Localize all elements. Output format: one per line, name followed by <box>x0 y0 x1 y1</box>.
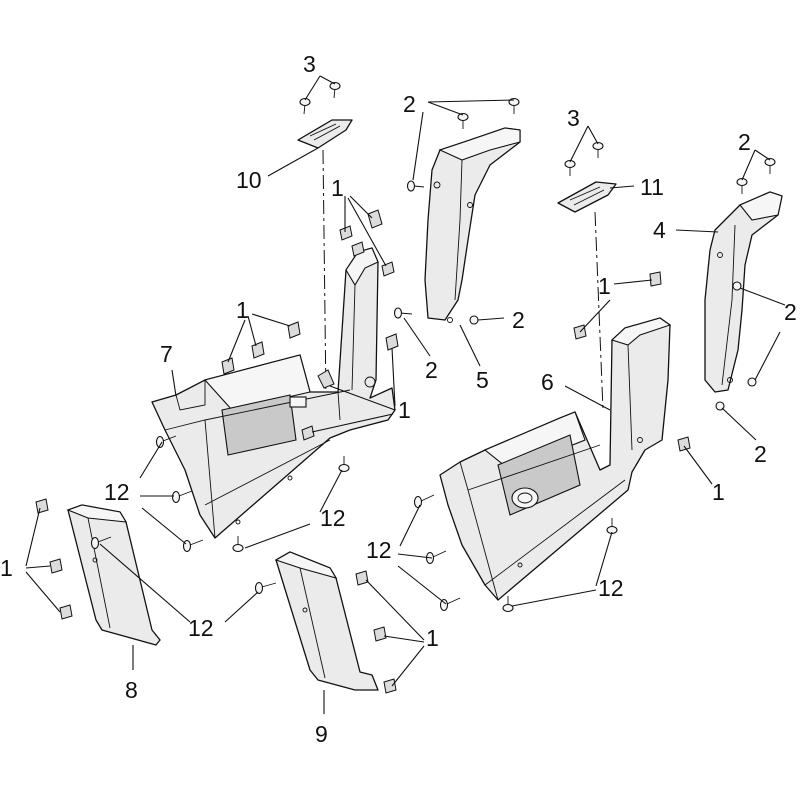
callout-3a: 3 <box>303 51 316 77</box>
part-10-cover-plate <box>297 119 353 149</box>
part-8-left-lower-panel <box>66 504 161 646</box>
clip-1 <box>339 225 353 241</box>
callout-2d: 2 <box>784 299 797 325</box>
screw-12-a <box>155 435 177 449</box>
callout-11: 11 <box>640 174 664 200</box>
callout-2b: 2 <box>738 129 751 155</box>
screw-2-j <box>469 315 479 325</box>
screw-2-e <box>736 177 748 194</box>
screw-12-g <box>254 581 277 595</box>
callout-12b: 12 <box>320 505 346 531</box>
callout-2c: 2 <box>512 307 525 333</box>
screw-2-d <box>764 157 776 174</box>
axis-part-10 <box>322 149 327 401</box>
callout-1d: 1 <box>398 397 411 423</box>
screw-3-a <box>329 81 341 99</box>
callout-6: 6 <box>541 369 554 395</box>
screw-12-l <box>502 596 514 613</box>
clip-13 <box>677 436 691 452</box>
screw-12-e <box>232 536 244 553</box>
screw-12-f <box>90 536 112 550</box>
callout-3b: 3 <box>567 105 580 131</box>
clip-4 <box>381 261 395 277</box>
screw-12-k <box>606 518 618 535</box>
screw-2-a <box>508 97 520 114</box>
screw-2-f <box>732 281 742 291</box>
screw-3-d <box>564 159 576 176</box>
callout-12c: 12 <box>366 537 392 563</box>
screw-2-b <box>457 112 469 129</box>
clip-16 <box>59 604 73 620</box>
clip-9 <box>317 369 335 389</box>
clip-2 <box>367 209 383 229</box>
callout-2a: 2 <box>403 91 416 117</box>
part-5-left-upright-trim <box>424 127 521 323</box>
callout-2e: 2 <box>425 357 438 383</box>
clip-15 <box>49 558 63 574</box>
part-4-right-upright-trim <box>704 191 783 393</box>
callout-1c: 1 <box>598 273 611 299</box>
part-6-socket <box>511 487 539 509</box>
screw-12-h <box>413 494 435 509</box>
clip-7 <box>221 357 235 375</box>
screw-2-g <box>747 377 757 387</box>
clip-5 <box>287 321 301 339</box>
callout-12e: 12 <box>598 575 624 601</box>
callout-labels: 3 2 3 2 10 11 1 4 1 7 2 2 2 5 1 6 1 2 1 … <box>0 51 797 747</box>
callout-12a: 12 <box>104 479 130 505</box>
clip-3 <box>351 241 365 257</box>
callout-1g: 1 <box>426 625 439 651</box>
screw-2-i <box>393 307 413 319</box>
callout-1f: 1 <box>0 555 13 581</box>
callout-7: 7 <box>160 341 173 367</box>
clip-17 <box>355 570 369 586</box>
part-9-middle-lower-panel <box>274 551 379 691</box>
callout-1a: 1 <box>331 175 344 201</box>
part-7-tab <box>289 396 307 408</box>
clip-6 <box>251 341 265 359</box>
clip-10 <box>301 425 315 441</box>
screw-12-c <box>182 539 204 553</box>
leader-lines <box>25 75 786 714</box>
clip-11 <box>649 271 662 287</box>
part-7-left-lower-housing <box>151 247 396 539</box>
callout-10: 10 <box>236 167 262 193</box>
callout-9: 9 <box>315 721 328 747</box>
screws <box>90 81 776 613</box>
part-11-cover-plate <box>557 181 617 213</box>
clip-19 <box>383 678 397 694</box>
callout-12d: 12 <box>188 615 214 641</box>
screw-3-c <box>592 141 604 158</box>
callout-5: 5 <box>476 367 489 393</box>
clip-18 <box>373 626 387 642</box>
clip-8 <box>385 333 399 351</box>
screw-12-j <box>439 597 461 612</box>
alignment-axes <box>322 149 604 411</box>
screw-2-c <box>406 180 425 192</box>
clip-14 <box>35 498 49 514</box>
callout-4: 4 <box>653 217 666 243</box>
screw-12-b <box>171 490 193 504</box>
callout-2f: 2 <box>754 441 767 467</box>
part-6-right-lower-housing <box>439 317 672 601</box>
axis-part-11 <box>594 211 604 411</box>
clips <box>35 209 691 694</box>
callout-1e: 1 <box>712 479 725 505</box>
screw-12-d <box>338 456 350 473</box>
callout-1b: 1 <box>236 297 249 323</box>
callout-8: 8 <box>125 677 138 703</box>
screw-3-b <box>299 97 311 115</box>
